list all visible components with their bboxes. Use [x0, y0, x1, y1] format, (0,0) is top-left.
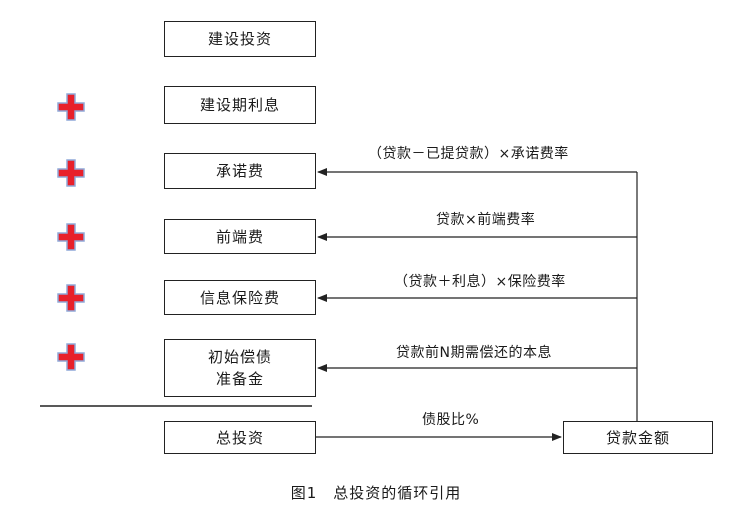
label-insurance-formula: （贷款＋利息）×保险费率 — [394, 274, 566, 290]
box-construction-investment: 建设投资 — [164, 21, 316, 57]
box-commitment-fee: 承诺费 — [164, 153, 316, 189]
plus-icon — [57, 343, 85, 371]
box-total-investment: 总投资 — [164, 421, 316, 454]
figure-caption: 图1 总投资的循环引用 — [290, 484, 462, 502]
box-construction-interest-label: 建设期利息 — [199, 96, 280, 114]
box-construction-investment-label: 建设投资 — [207, 30, 272, 48]
label-front-end-formula: 贷款×前端费率 — [436, 212, 536, 228]
box-loan-amount: 贷款金额 — [563, 421, 713, 454]
label-debt-ratio: 债股比% — [422, 412, 480, 428]
label-commitment-formula: （贷款－已提贷款）×承诺费率 — [368, 146, 569, 162]
box-total-investment-label: 总投资 — [215, 428, 264, 447]
box-commitment-fee-label: 承诺费 — [215, 162, 264, 180]
box-credit-insurance-fee-label: 信息保险费 — [199, 288, 280, 307]
box-credit-insurance-fee: 信息保险费 — [164, 280, 316, 315]
plus-icon — [57, 93, 85, 121]
box-front-end-fee-label: 前端费 — [215, 227, 264, 246]
box-initial-debt-reserve: 初始偿债 准备金 — [164, 339, 316, 397]
plus-icon — [57, 284, 85, 312]
box-construction-interest: 建设期利息 — [164, 86, 316, 124]
box-loan-amount-label: 贷款金额 — [605, 428, 670, 447]
label-reserve-formula: 贷款前N期需偿还的本息 — [396, 345, 552, 361]
plus-icon — [57, 223, 85, 251]
box-front-end-fee: 前端费 — [164, 219, 316, 254]
plus-icon — [57, 159, 85, 187]
box-initial-debt-reserve-line1: 初始偿债 — [207, 348, 272, 366]
box-initial-debt-reserve-line2: 准备金 — [215, 370, 264, 388]
